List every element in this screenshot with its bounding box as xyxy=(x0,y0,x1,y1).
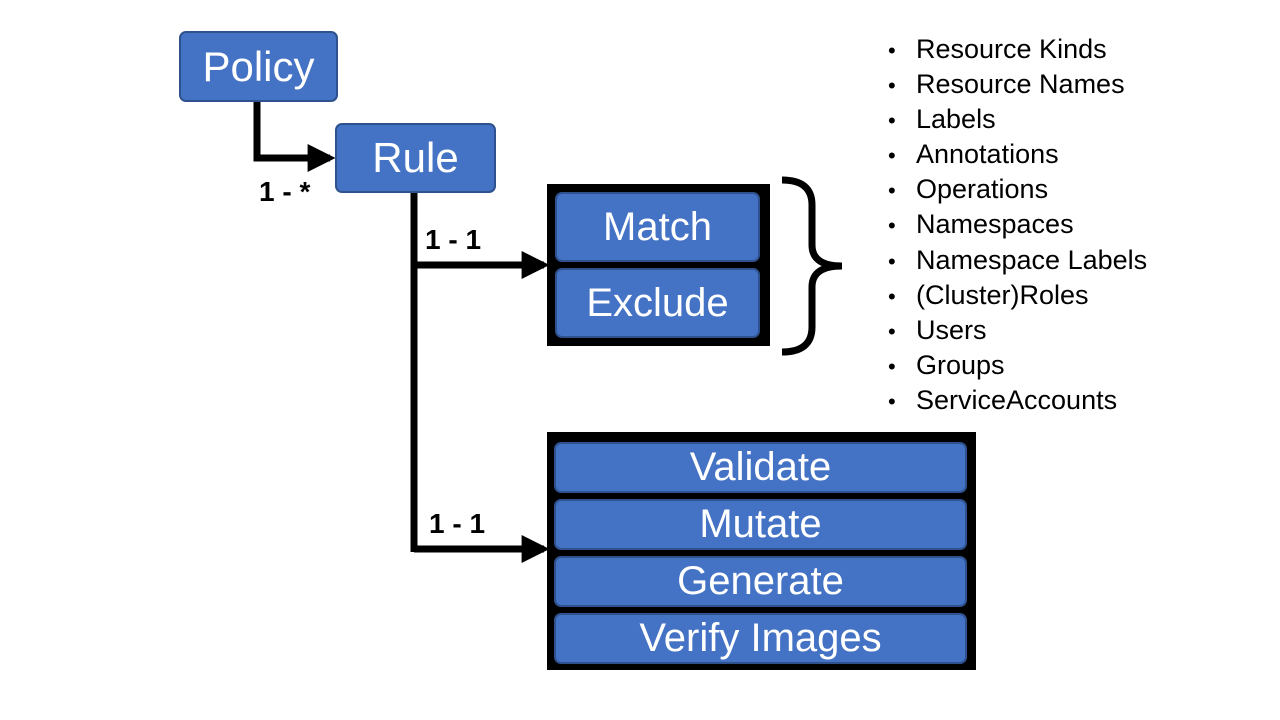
bullet-icon: • xyxy=(888,318,896,344)
bullet-icon: • xyxy=(888,178,896,204)
list-item: •Annotations xyxy=(888,137,1147,172)
verify-images-box: Verify Images xyxy=(554,613,967,664)
filter-attribute-list: •Resource Kinds •Resource Names •Labels … xyxy=(888,32,1147,418)
bullet-icon: • xyxy=(888,73,896,99)
rule-label: Rule xyxy=(372,134,459,181)
verify-images-label: Verify Images xyxy=(639,616,882,660)
bullet-icon: • xyxy=(888,213,896,239)
validate-box: Validate xyxy=(554,442,967,493)
bullet-icon: • xyxy=(888,38,896,63)
match-box: Match xyxy=(555,192,760,262)
list-item: •ServiceAccounts xyxy=(888,383,1147,418)
exclude-box: Exclude xyxy=(555,268,760,338)
bullet-icon: • xyxy=(888,108,896,134)
rule-box: Rule xyxy=(335,123,496,193)
bullet-icon: • xyxy=(888,248,896,274)
bullet-icon: • xyxy=(888,353,896,379)
policy-box: Policy xyxy=(179,31,338,102)
curly-brace xyxy=(781,176,843,356)
validate-label: Validate xyxy=(689,445,832,489)
list-item: •Namespaces xyxy=(888,207,1147,242)
exclude-label: Exclude xyxy=(586,280,729,325)
match-label: Match xyxy=(603,204,712,249)
list-item: •Resource Kinds xyxy=(888,32,1147,67)
list-item: •Operations xyxy=(888,172,1147,207)
bullet-icon: • xyxy=(888,283,896,309)
list-item: •Groups xyxy=(888,348,1147,383)
rule-filters-cardinality: 1 - 1 xyxy=(425,224,482,255)
list-item: •Resource Names xyxy=(888,67,1147,102)
list-item: •Labels xyxy=(888,102,1147,137)
generate-box: Generate xyxy=(554,556,967,607)
list-item: •Namespace Labels xyxy=(888,243,1147,278)
list-item: •(Cluster)Roles xyxy=(888,278,1147,313)
policy-label: Policy xyxy=(202,42,315,90)
bullet-icon: • xyxy=(888,388,896,414)
mutate-label: Mutate xyxy=(699,502,822,546)
mutate-box: Mutate xyxy=(554,499,967,550)
rule-actions-cardinality: 1 - 1 xyxy=(429,508,486,539)
policy-rule-connector xyxy=(253,100,336,172)
policy-rule-cardinality: 1 - * xyxy=(259,176,311,207)
list-item: •Users xyxy=(888,313,1147,348)
bullet-icon: • xyxy=(888,143,896,169)
generate-label: Generate xyxy=(677,559,844,603)
